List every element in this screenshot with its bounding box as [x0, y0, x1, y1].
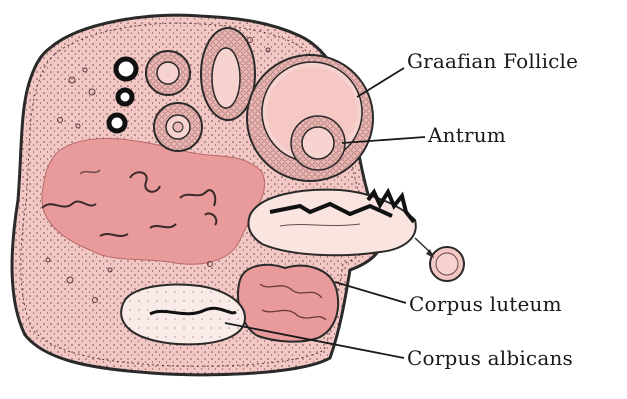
ruptured-follicle — [249, 190, 416, 256]
tertiary-follicle-oval — [201, 28, 255, 120]
tertiary-follicle-left — [154, 103, 202, 151]
corpus-luteum — [238, 265, 338, 342]
corpus-luteum-label: Corpus luteum — [409, 292, 562, 316]
corpus-albicans-label: Corpus albicans — [407, 346, 573, 370]
leader-graafian — [357, 68, 404, 97]
graafian-follicle-label: Graafian Follicle — [407, 49, 578, 73]
antrum-label: Antrum — [428, 123, 506, 147]
tertiary-follicle-top — [146, 51, 190, 95]
released-ovum — [415, 238, 464, 281]
graafian-follicle — [247, 55, 373, 181]
corpus-albicans — [121, 285, 245, 345]
